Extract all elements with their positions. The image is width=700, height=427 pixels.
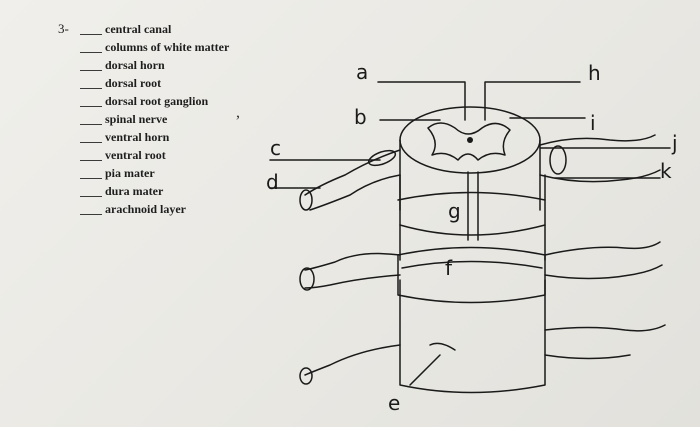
left-root-lower (309, 174, 401, 211)
label-k: k (660, 159, 672, 183)
stray-pen-mark: , (236, 104, 240, 121)
left-root-upper (304, 149, 401, 196)
spinal-cord-diagram: a b c d e f g h i j k (266, 60, 678, 415)
answer-blank[interactable] (80, 52, 102, 53)
term-label: ventral root (105, 148, 166, 162)
right-nerve-middle (544, 264, 663, 280)
right-nerve-lower (544, 354, 631, 360)
answer-blank[interactable] (80, 106, 102, 107)
lower-disc-outline (397, 246, 546, 304)
term-label: pia mater (105, 166, 155, 180)
term-row: dura mater (80, 184, 250, 202)
disc-line (401, 260, 543, 269)
answer-blank[interactable] (80, 142, 102, 143)
leader-line-e (409, 354, 441, 386)
upper-disc-line (397, 191, 546, 201)
term-row: dorsal root (80, 76, 250, 94)
term-label: dorsal root ganglion (105, 94, 209, 108)
term-row: central canal (80, 22, 250, 40)
term-row: arachnoid layer (80, 202, 250, 220)
leader-line-a (377, 81, 466, 121)
term-label: dura mater (105, 184, 164, 198)
term-label: dorsal horn (105, 58, 165, 72)
lower-vertebra-outline (399, 279, 546, 394)
answer-blank[interactable] (80, 196, 102, 197)
nerve-root-e (429, 342, 456, 351)
right-root-lower (539, 169, 661, 183)
left-nerve-end (299, 189, 313, 211)
right-ganglion (549, 145, 567, 175)
label-c: c (270, 136, 281, 160)
term-row: dorsal horn (80, 58, 250, 76)
left-nerve-end (299, 267, 315, 291)
answer-blank[interactable] (80, 214, 102, 215)
label-e: e (388, 391, 400, 415)
right-nerve-middle (544, 241, 661, 256)
left-nerve-lower (304, 344, 401, 376)
term-row: ventral horn (80, 130, 250, 148)
leader-line-h (484, 81, 581, 121)
term-row: spinal nerve (80, 112, 250, 130)
right-nerve-lower (544, 324, 666, 332)
answer-blank[interactable] (80, 34, 102, 35)
answer-blank[interactable] (80, 160, 102, 161)
label-d: d (266, 170, 279, 194)
answer-blank[interactable] (80, 124, 102, 125)
term-list: central canal columns of white matter do… (80, 22, 250, 220)
term-row: ventral root (80, 148, 250, 166)
label-b: b (354, 105, 367, 129)
term-label: ventral horn (105, 130, 170, 144)
term-row: pia mater (80, 166, 250, 184)
label-j: j (671, 131, 678, 155)
answer-blank[interactable] (80, 178, 102, 179)
term-row: columns of white matter (80, 40, 250, 58)
left-ganglion (367, 149, 397, 167)
label-a: a (356, 60, 368, 84)
term-label: central canal (105, 22, 172, 36)
answer-blank[interactable] (80, 70, 102, 71)
right-root-upper (539, 134, 656, 146)
term-label: columns of white matter (105, 40, 230, 54)
central-canal-dot (467, 137, 473, 143)
term-label: arachnoid layer (105, 202, 186, 216)
label-h: h (588, 61, 601, 85)
upper-disc-line (399, 224, 546, 236)
left-nerve-middle (304, 252, 401, 271)
label-g: g (448, 199, 461, 223)
label-i: i (590, 111, 596, 135)
question-number: 3- (58, 21, 69, 36)
anterior-fissure (467, 171, 479, 241)
term-label: dorsal root (105, 76, 162, 90)
term-label: spinal nerve (105, 112, 168, 126)
answer-blank[interactable] (80, 88, 102, 89)
grey-matter (427, 122, 511, 161)
left-nerve-end (299, 367, 313, 385)
label-f: f (445, 256, 453, 280)
spinal-cord-sides (399, 139, 541, 211)
left-nerve-middle (304, 274, 401, 289)
term-row: dorsal root ganglion (80, 94, 250, 112)
